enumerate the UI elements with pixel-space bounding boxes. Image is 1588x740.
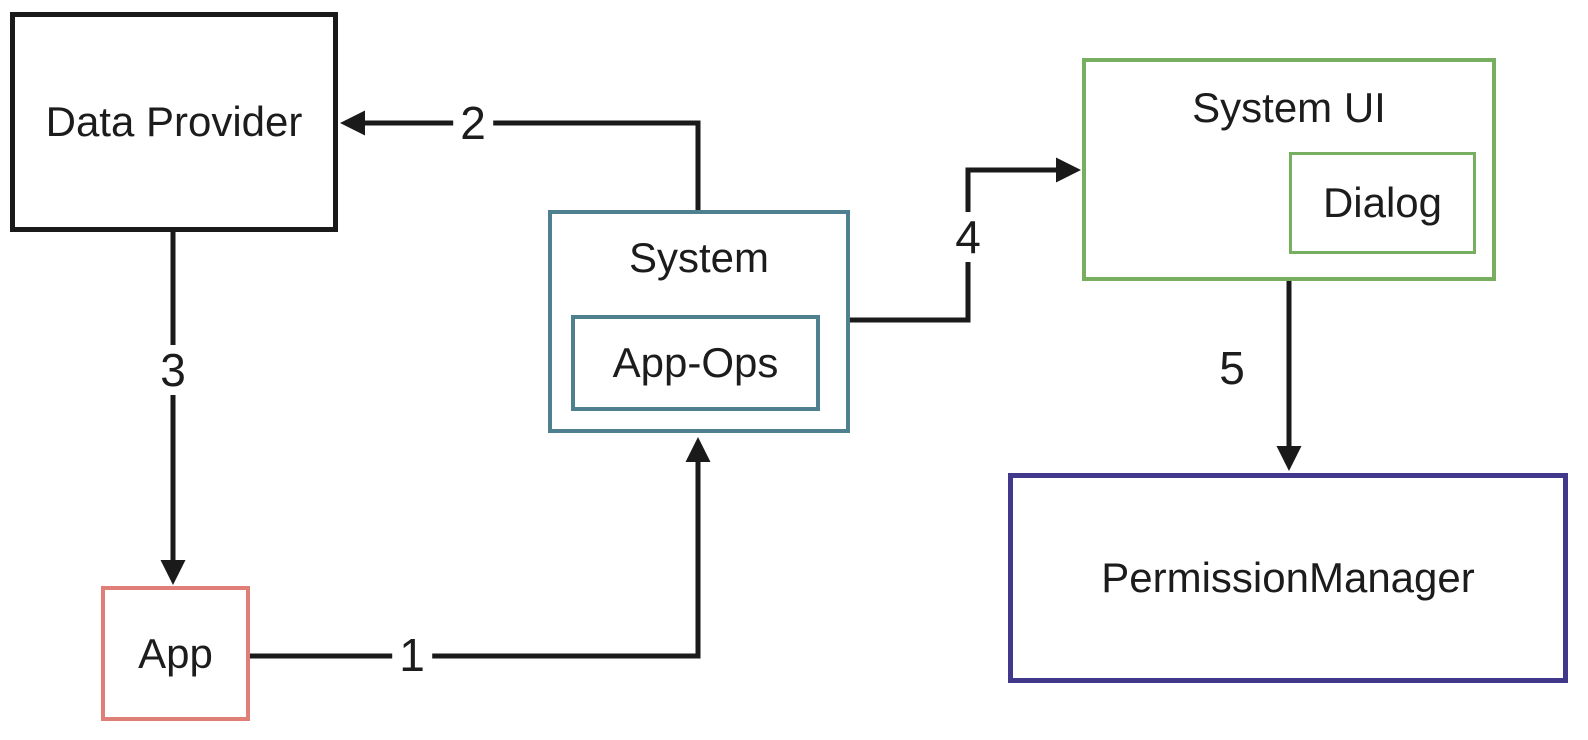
- box-system-ui: System UI Dialog: [1082, 58, 1496, 281]
- arrow-2-system-to-data-provider: [340, 110, 701, 210]
- box-data-provider: Data Provider: [10, 12, 338, 232]
- box-data-provider-label: Data Provider: [45, 98, 303, 145]
- box-dialog: Dialog: [1289, 152, 1476, 254]
- arrow-label-1: 1: [392, 630, 432, 680]
- arrow-label-2: 2: [453, 98, 493, 148]
- box-app-ops: App-Ops: [571, 315, 820, 411]
- box-dialog-label: Dialog: [1322, 179, 1443, 226]
- box-system-ui-label: System UI: [1192, 84, 1386, 131]
- box-permission-manager: PermissionManager: [1008, 473, 1568, 683]
- arrow-label-4: 4: [948, 212, 988, 262]
- arrow-label-3: 3: [153, 345, 193, 395]
- arrow-1-app-to-system: [250, 437, 711, 659]
- box-app: App: [101, 586, 250, 721]
- arrow-label-5: 5: [1212, 343, 1252, 393]
- box-app-label: App: [138, 629, 213, 677]
- box-permission-manager-label: PermissionManager: [1101, 554, 1475, 601]
- box-system-label: System: [628, 234, 770, 281]
- box-app-ops-label: App-Ops: [612, 339, 779, 386]
- box-system: System App-Ops: [548, 210, 850, 433]
